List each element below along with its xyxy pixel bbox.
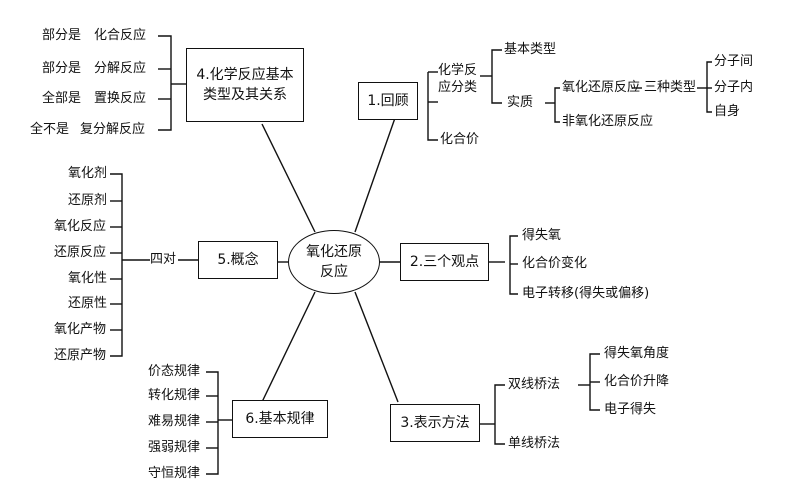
viewpoint-electron: 电子转移(得失或偏移) <box>522 286 650 301</box>
double-item-valence: 化合价升降 <box>604 374 670 389</box>
branch-1-box: 1.回顾 <box>358 82 418 120</box>
spoke-4 <box>261 123 316 233</box>
branch-4-label-line2: 类型及其关系 <box>203 87 287 103</box>
non-redox-reaction: 非氧化还原反应 <box>562 114 654 129</box>
essence: 实质 <box>507 95 534 110</box>
viewpoint-oxygen: 得失氧 <box>522 228 562 243</box>
concept-item: 还原剂 <box>68 193 108 208</box>
single-bridge: 单线桥法 <box>508 436 561 451</box>
double-item-oxygen: 得失氧角度 <box>604 346 670 361</box>
relation-type: 复分解反应 <box>80 122 146 137</box>
branch-1-label: 1.回顾 <box>367 93 409 109</box>
concept-item: 氧化产物 <box>54 322 107 337</box>
branch-2-box: 2.三个观点 <box>400 243 489 281</box>
branch-2-label: 2.三个观点 <box>409 254 480 270</box>
viewpoint-valence: 化合价变化 <box>522 256 588 271</box>
branch-5-label: 5.概念 <box>217 252 259 268</box>
concept-item: 还原产物 <box>54 348 107 363</box>
type-intermolecular: 分子间 <box>714 54 754 69</box>
double-bridge: 双线桥法 <box>508 377 561 392</box>
branch-3-label: 3.表示方法 <box>400 415 470 431</box>
spoke-6 <box>261 291 316 403</box>
relation-type: 化合反应 <box>94 28 147 43</box>
redox-reaction: 氧化还原反应 <box>562 80 641 95</box>
type-intramolecular: 分子内 <box>714 80 754 95</box>
center-line2: 反应 <box>320 264 348 280</box>
double-item-electron: 电子得失 <box>604 402 657 417</box>
four-pairs: 四对 <box>150 252 177 267</box>
rule-item: 难易规律 <box>148 414 201 429</box>
rule-item: 转化规律 <box>148 388 201 403</box>
branch-6-label: 6.基本规律 <box>245 411 315 427</box>
relation-type: 分解反应 <box>94 61 147 76</box>
branch-6-box: 6.基本规律 <box>232 400 328 438</box>
basic-type: 基本类型 <box>504 42 557 57</box>
relation-prefix: 部分是 <box>42 61 82 76</box>
relation-type: 置换反应 <box>94 91 147 106</box>
concept-item: 还原反应 <box>54 245 107 260</box>
center-topic: 氧化还原 反应 <box>288 230 380 294</box>
concept-item: 氧化性 <box>68 271 108 286</box>
branch-3-box: 3.表示方法 <box>390 404 480 442</box>
rule-item: 守恒规律 <box>148 466 201 481</box>
branch-5-box: 5.概念 <box>198 241 278 279</box>
concept-item: 氧化反应 <box>54 219 107 234</box>
relation-prefix: 部分是 <box>42 28 82 43</box>
relation-prefix: 全不是 <box>30 122 70 137</box>
rule-item: 价态规律 <box>148 364 201 379</box>
spoke-1 <box>354 117 396 233</box>
type-self: 自身 <box>714 104 741 119</box>
relation-prefix: 全部是 <box>42 91 82 106</box>
branch-4-label-line1: 4.化学反应基本 <box>196 67 294 83</box>
concept-item: 氧化剂 <box>68 166 108 181</box>
rule-item: 强弱规律 <box>148 440 201 455</box>
branch-4-box: 4.化学反应基本 类型及其关系 <box>186 48 304 122</box>
center-line1: 氧化还原 <box>306 244 362 260</box>
three-types: 三种类型 <box>644 80 697 95</box>
concept-item: 还原性 <box>68 296 108 311</box>
valence: 化合价 <box>440 132 480 147</box>
spoke-3 <box>354 291 399 403</box>
reaction-classification: 化学反应分类 <box>438 63 478 95</box>
